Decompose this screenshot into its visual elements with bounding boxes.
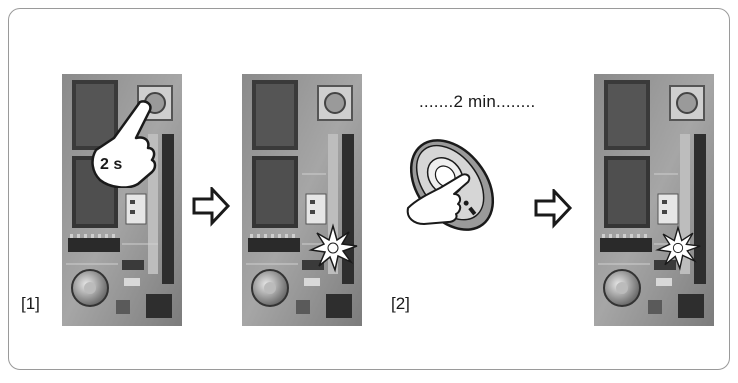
press-duration-label: 2 s [100,156,122,174]
wait-time-text: .......2 min........ [419,92,535,112]
hand-pointer-icon [88,98,168,188]
step-2-label: [2] [391,294,410,314]
board-photo-2 [242,74,362,326]
right-arrow-icon [192,187,232,232]
led-flash-icon [305,220,361,281]
right-arrow-icon [534,189,574,234]
board-photo-3 [594,74,714,326]
led-flash-icon [652,222,704,279]
remote-control-icon [398,130,506,245]
step-1-label: [1] [21,294,40,314]
